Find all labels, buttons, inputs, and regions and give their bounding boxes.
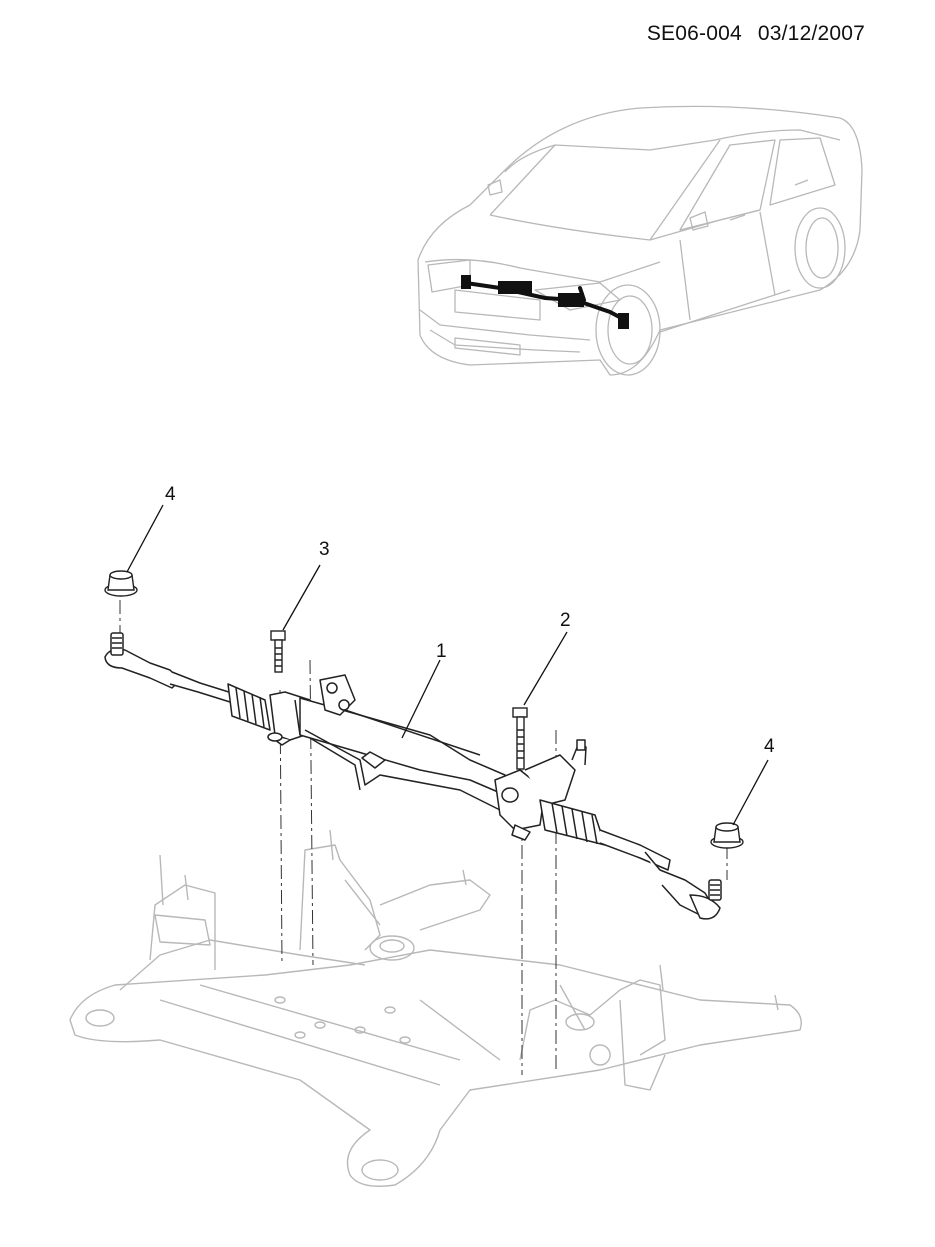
steering-gear-assembly [104, 632, 722, 920]
callout-3: 3 [319, 539, 330, 560]
diagram-code: SE06-004 [646, 22, 742, 45]
nut-right [710, 822, 744, 849]
front-subframe-ghost [69, 829, 802, 1187]
bolt-right [512, 707, 528, 770]
callout-2: 2 [560, 610, 571, 631]
bolt-left [270, 630, 286, 673]
callout-4-right: 4 [764, 736, 775, 757]
inset-steering-rack-highlight [461, 275, 629, 329]
diagram-header: SE06-004 03/12/2007 [647, 22, 865, 46]
callout-4-left: 4 [165, 484, 176, 505]
vehicle-locator-inset [417, 105, 863, 376]
callout-1: 1 [436, 641, 447, 662]
nut-left [104, 570, 138, 597]
diagram-date: 03/12/2007 [757, 22, 865, 45]
callout-leaders [126, 504, 769, 826]
alignment-guide-lines [119, 600, 728, 1075]
